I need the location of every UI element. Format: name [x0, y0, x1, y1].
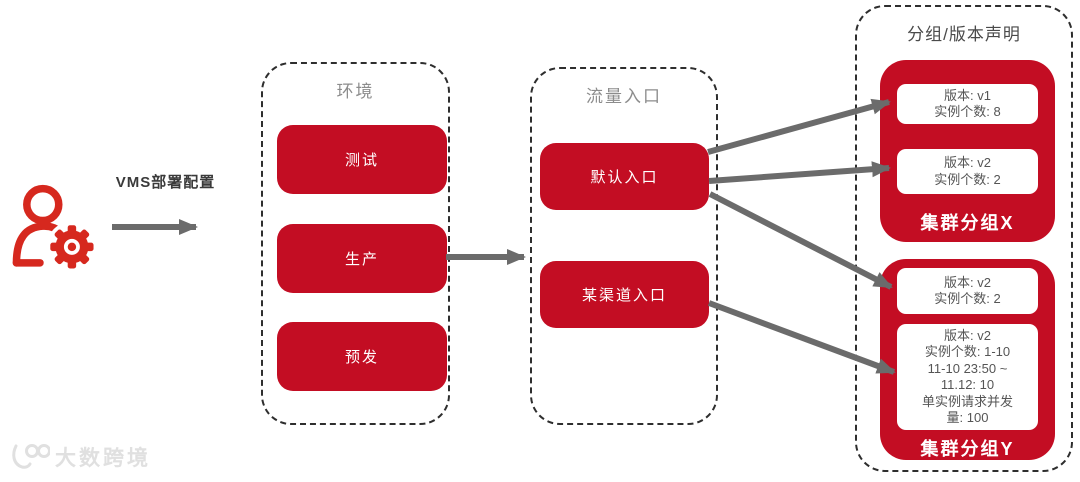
cluster-group-y-label: 集群分组Y [920, 439, 1015, 459]
node-default-entry: 默认入口 [540, 143, 709, 210]
version-line: 实例个数: 2 [934, 171, 1001, 187]
version-box-y-scaling: 版本: v2 实例个数: 1-10 11-10 23:50 ~ 11.12: 1… [897, 324, 1038, 430]
vms-deploy-config-label: VMS部署配置 [115, 174, 216, 191]
node-pre-release: 预发 [277, 322, 447, 391]
version-line: 实例个数: 1-10 [924, 344, 1011, 359]
traffic-entry-container: 流量入口 默认入口 某渠道入口 [530, 67, 718, 425]
user-gear-icon [8, 182, 102, 276]
cluster-group-x-label: 集群分组X [920, 213, 1015, 233]
watermark: 大数跨境 [8, 440, 151, 474]
version-box-x-v1: 版本: v1 实例个数: 8 [897, 84, 1038, 124]
version-line: 版本: v1 [944, 87, 991, 103]
version-box-x-v2: 版本: v2 实例个数: 2 [897, 149, 1038, 194]
100-swoosh-logo-icon [12, 444, 50, 469]
node-channel-entry: 某渠道入口 [540, 261, 709, 328]
cluster-group-x: 版本: v1 实例个数: 8 版本: v2 实例个数: 2 集群分组X [880, 60, 1055, 242]
version-line: 量: 100 [946, 410, 989, 425]
group-version-title: 分组/版本声明 [907, 25, 1021, 44]
user-gear-icon-svg [12, 184, 98, 273]
version-line: 11.12: 10 [940, 377, 995, 392]
version-line: 版本: v2 [944, 155, 991, 170]
version-line: 实例个数: 2 [934, 291, 1001, 306]
version-line: 版本: v2 [944, 274, 991, 290]
group-version-container: 分组/版本声明 版本: v1 实例个数: 8 版本: v2 实例个数: 2 集群… [855, 5, 1073, 472]
environment-container: 环境 测试 生产 预发 [261, 62, 450, 425]
node-production: 生产 [277, 224, 447, 293]
version-line: 版本: v2 [944, 327, 991, 343]
version-line: 单实例请求并发 [921, 393, 1013, 409]
version-line: 11-10 23:50 ~ [927, 360, 1008, 376]
cluster-group-y: 版本: v2 实例个数: 2 版本: v2 实例个数: 1-10 11-10 2… [880, 259, 1055, 460]
version-box-y-v2: 版本: v2 实例个数: 2 [897, 268, 1038, 314]
watermark-text: 大数跨境 [55, 447, 151, 470]
version-line: 实例个数: 8 [934, 104, 1001, 119]
traffic-entry-title: 流量入口 [586, 87, 662, 106]
node-test: 测试 [277, 125, 447, 194]
environment-title: 环境 [336, 82, 375, 101]
